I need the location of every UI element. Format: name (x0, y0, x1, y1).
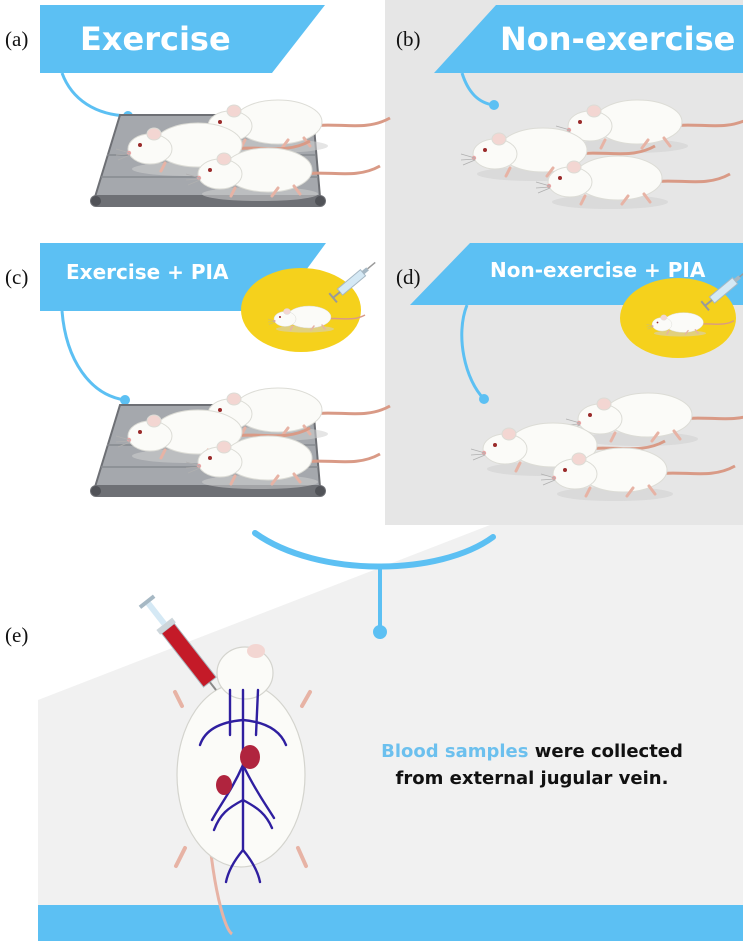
banner-title-exercise-pia: Exercise + PIA (66, 260, 229, 284)
panel-label-c: (c) (5, 265, 29, 289)
connector-c (60, 310, 126, 402)
connector-d (460, 304, 486, 401)
connector-a (60, 72, 129, 118)
bottom-blue-bar (38, 905, 743, 941)
connector-dot-d (479, 394, 489, 404)
banner-title-exercise: Exercise (80, 20, 231, 58)
merge-arc (252, 530, 496, 570)
connector-dot-c (120, 395, 130, 405)
banner-title-non-exercise-pia: Non-exercise + PIA (490, 258, 706, 282)
bottom-light-wedge (38, 525, 743, 905)
banner-non-exercise (434, 5, 743, 73)
connector-dot-b (489, 100, 499, 110)
caption-line1-rest: were collected (528, 741, 683, 762)
panel-label-e: (e) (5, 623, 29, 647)
merge-dot (373, 625, 387, 639)
caption-highlight: Blood samples (381, 741, 529, 762)
panel-label-a: (a) (5, 27, 29, 51)
banner-exercise (40, 5, 325, 73)
blood-syringe-icon (138, 594, 217, 691)
panel-label-d: (d) (396, 265, 421, 289)
caption: Blood samples were collected from extern… (342, 738, 722, 792)
caption-line2: from external jugular vein. (395, 768, 669, 789)
banner-title-non-exercise: Non-exercise (500, 20, 736, 58)
vein-icon (198, 688, 288, 884)
panel-label-b: (b) (396, 27, 421, 51)
heart-icon (216, 745, 260, 795)
